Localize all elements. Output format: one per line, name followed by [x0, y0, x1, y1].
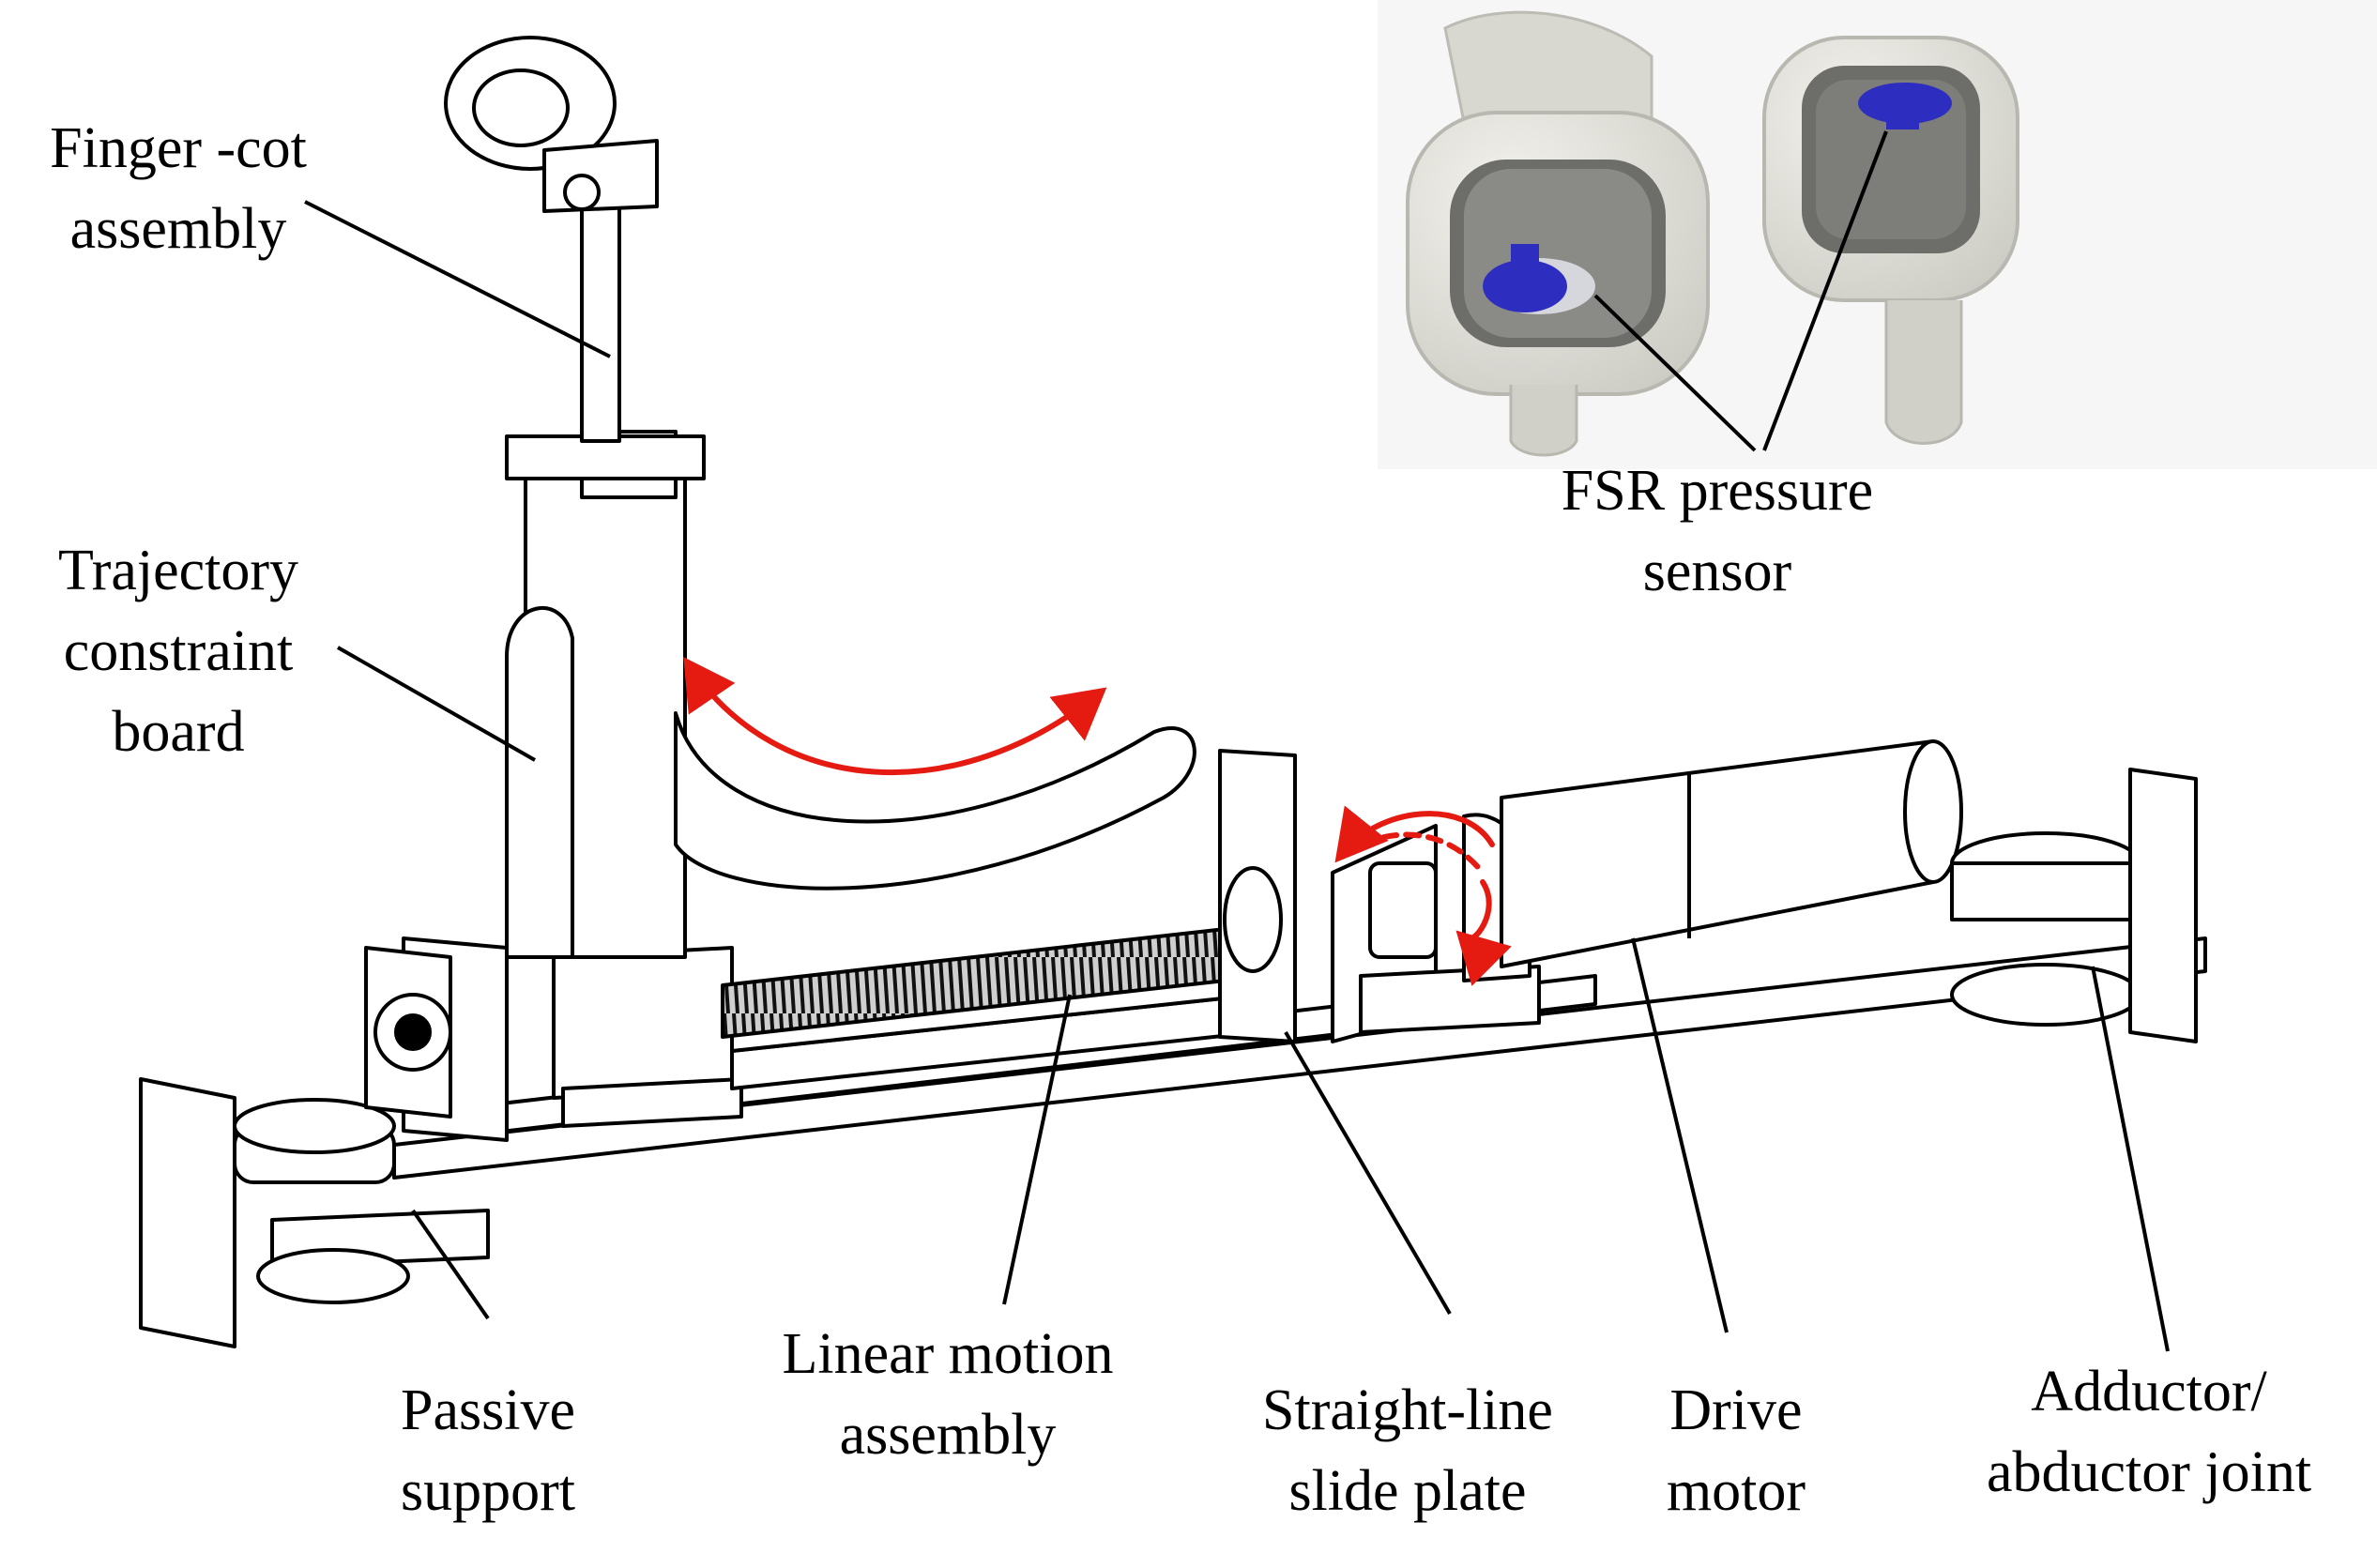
label-line: FSR pressure [1561, 459, 1874, 523]
label-line: Drive [1669, 1378, 1803, 1442]
label-line: Adductor/ [2031, 1360, 2267, 1423]
label-line: Linear motion [782, 1322, 1114, 1386]
finger-cot-photo-right [1762, 36, 2019, 445]
label-adductor-abductor-joint: Adductor/ abductor joint [1933, 1351, 2365, 1513]
label-line: Straight-line [1262, 1378, 1553, 1442]
label-drive-motor: Drive motor [1614, 1370, 1858, 1531]
label-line: board [112, 700, 245, 764]
motion-arrows [683, 657, 1512, 986]
fsr-inset-photo [1378, 0, 2377, 469]
label-straight-line-slide-plate: Straight-line slide plate [1201, 1370, 1614, 1531]
label-line: Finger -cot [50, 116, 307, 180]
label-line: motor [1666, 1459, 1806, 1523]
mechanism-body [139, 36, 2207, 1348]
label-line: Trajectory [58, 539, 298, 602]
label-line: abductor joint [1986, 1440, 2312, 1504]
label-line: Passive [401, 1378, 575, 1442]
label-line: slide plate [1288, 1459, 1527, 1523]
label-line: constraint [63, 619, 294, 683]
label-line: assembly [839, 1403, 1057, 1467]
finger-cot-photo-left [1406, 10, 1710, 457]
rotation-arrow-icon [1334, 805, 1495, 863]
label-passive-support: Passive support [338, 1370, 638, 1531]
label-linear-motion-assembly: Linear motion assembly [732, 1314, 1164, 1475]
label-fsr-pressure-sensor: FSR pressure sensor [1501, 450, 1933, 612]
label-line: assembly [69, 197, 287, 261]
leader-lines [304, 130, 2170, 1352]
label-line: support [401, 1459, 575, 1523]
label-trajectory-constraint-board: Trajectory constraint board [9, 530, 347, 772]
label-line: sensor [1642, 540, 1792, 603]
label-finger-cot-assembly: Finger -cot assembly [9, 108, 347, 269]
arc-arrow-icon [683, 657, 1107, 776]
